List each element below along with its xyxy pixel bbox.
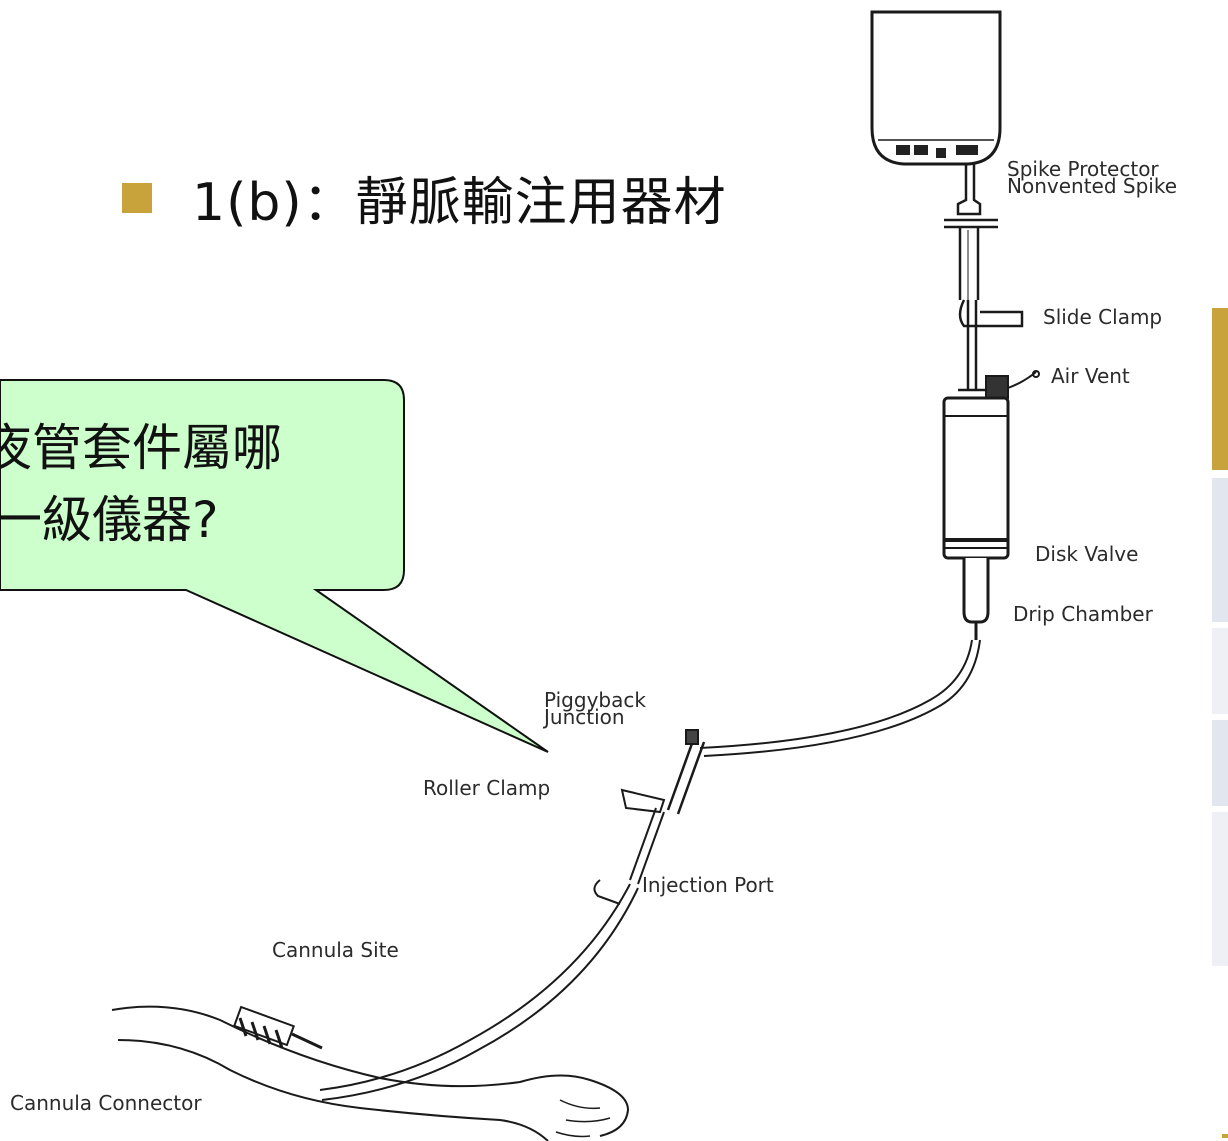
bullet-square bbox=[122, 182, 152, 213]
label-slide-clamp: Slide Clamp bbox=[1043, 305, 1163, 329]
spike bbox=[944, 164, 998, 300]
label-junction: Junction bbox=[544, 705, 625, 729]
callout-line-1: 夜管套件屬哪 bbox=[0, 419, 282, 477]
callout-text: 夜管套件屬哪 一級儀器? bbox=[0, 412, 400, 556]
label-spike-protector: Spike Protector bbox=[1007, 157, 1159, 181]
side-accent-bar bbox=[1212, 308, 1228, 470]
tubing bbox=[319, 639, 981, 1101]
slide-clamp bbox=[958, 299, 1024, 392]
corner-mark bbox=[1222, 1134, 1228, 1138]
side-panel-block bbox=[1212, 628, 1228, 714]
label-drip-chamber: Drip Chamber bbox=[1013, 602, 1153, 626]
side-panel-block bbox=[1212, 478, 1228, 622]
callout-line-2: 一級儀器? bbox=[0, 491, 219, 549]
iv-bag bbox=[870, 10, 1002, 166]
arm-illustration bbox=[111, 1005, 630, 1141]
label-piggyback: Piggyback bbox=[544, 688, 646, 712]
label-air-vent: Air Vent bbox=[1051, 364, 1130, 388]
title-row: 1(b)：靜脈輸注用器材 bbox=[122, 160, 727, 235]
side-panel-block bbox=[1212, 812, 1228, 966]
callout-bubble bbox=[0, 379, 549, 753]
label-injection-port: Injection Port bbox=[642, 873, 774, 897]
label-cannula-site: Cannula Site bbox=[272, 938, 399, 962]
label-nonvented-spike: Nonvented Spike bbox=[1007, 174, 1178, 198]
drip-chamber bbox=[942, 396, 1010, 640]
label-disk-valve: Disk Valve bbox=[1035, 542, 1139, 566]
side-panel-block bbox=[1212, 720, 1228, 806]
air-vent bbox=[985, 370, 1040, 399]
label-cannula-connector: Cannula Connector bbox=[10, 1091, 202, 1115]
slide-title: 1(b)：靜脈輸注用器材 bbox=[192, 173, 727, 233]
label-roller-clamp: Roller Clamp bbox=[423, 776, 551, 800]
